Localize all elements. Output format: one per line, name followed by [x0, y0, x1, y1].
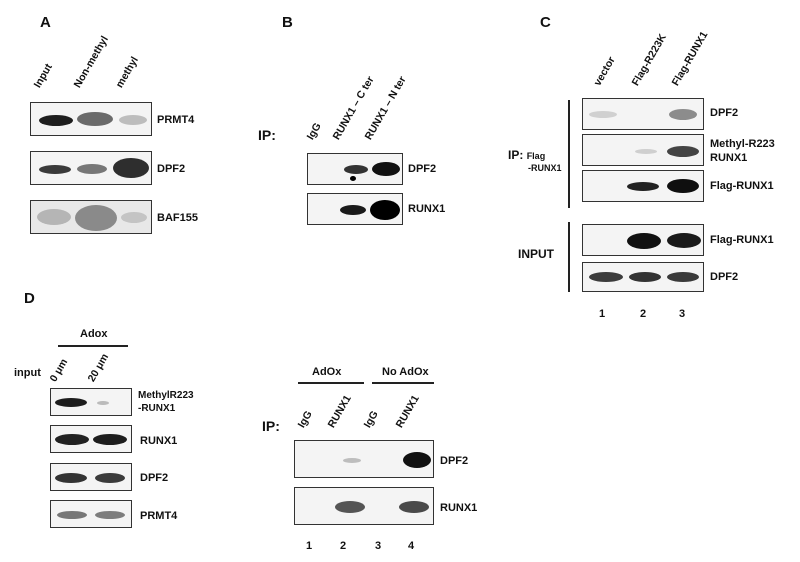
panel-d-row-methyl-runx1: -RUNX1 — [138, 403, 176, 414]
panel-c-input-label: INPUT — [518, 247, 554, 261]
panel-c-row-dpf2-input: DPF2 — [710, 271, 739, 283]
panel-b-label: B — [282, 14, 293, 31]
panel-b-ip-label: IP: — [258, 127, 276, 143]
panel-c-blot-dpf2 — [582, 98, 704, 130]
panel-c-lane-flag-runx1: Flag-RUNX1 — [669, 29, 711, 88]
panel-c-lane-r223k: Flag-R223K — [629, 31, 669, 88]
panel-c-blot-flag-runx1-input — [582, 224, 704, 256]
panel-d-blot-runx1 — [50, 425, 132, 453]
panel-e-blot-dpf2 — [294, 440, 434, 478]
panel-e-lane-igg-1: IgG — [295, 408, 315, 430]
panel-a-row-baf155: BAF155 — [157, 212, 198, 224]
panel-a-blot-dpf2 — [30, 151, 152, 185]
panel-b-blot-runx1 — [307, 193, 403, 225]
panel-c-lane-num-3: 3 — [679, 308, 686, 320]
panel-d-blot-methyl — [50, 388, 132, 416]
panel-b-row-dpf2: DPF2 — [408, 163, 437, 175]
panel-c-blot-flag-runx1-ip — [582, 170, 704, 202]
panel-c-ip-bracket — [568, 100, 570, 208]
panel-c-ip-runx1: -RUNX1 — [528, 163, 562, 173]
panel-c-row-flag-runx1-input: Flag-RUNX1 — [710, 234, 774, 246]
panel-e-no-adox-line — [372, 382, 434, 384]
panel-e-lane-num-1: 1 — [306, 540, 313, 552]
panel-a-lane-nonmethyl: Non-methyl — [71, 33, 111, 90]
panel-c-lane-num-1: 1 — [599, 308, 606, 320]
panel-a-blot-baf155 — [30, 200, 152, 234]
panel-c-row-dpf2: DPF2 — [710, 107, 739, 119]
panel-e-lane-runx1-2: RUNX1 — [325, 393, 354, 430]
panel-d-row-runx1: RUNX1 — [140, 435, 178, 447]
panel-b-blot-dpf2 — [307, 153, 403, 185]
panel-d-adox-line — [58, 345, 128, 347]
panel-e-lane-runx1-4: RUNX1 — [393, 393, 422, 430]
panel-d-blot-prmt4 — [50, 500, 132, 528]
panel-c-row-methyl-r223: Methyl-R223 — [710, 138, 775, 150]
panel-d-blot-dpf2 — [50, 463, 132, 491]
panel-c-ip-prefix: IP: — [508, 148, 524, 162]
panel-e-group-no-adox: No AdOx — [382, 366, 429, 378]
panel-c-ip-label: IP: Flag — [508, 148, 545, 162]
panel-c-lane-vector: vector — [591, 54, 618, 88]
panel-a-row-dpf2: DPF2 — [157, 163, 186, 175]
panel-a-lane-input: Input — [31, 61, 55, 90]
panel-a-row-prmt4: PRMT4 — [157, 114, 195, 126]
panel-d-row-dpf2: DPF2 — [140, 472, 169, 484]
panel-c-input-bracket — [568, 222, 570, 292]
panel-d-row-methyl-r223: MethylR223 — [138, 390, 194, 401]
panel-c-lane-num-2: 2 — [640, 308, 647, 320]
panel-e-group-adox: AdOx — [312, 366, 342, 378]
panel-c-label: C — [540, 14, 551, 31]
panel-d-row-prmt4: PRMT4 — [140, 510, 178, 522]
panel-b-lane-igg: IgG — [304, 120, 324, 142]
panel-e-lane-num-4: 4 — [408, 540, 415, 552]
panel-a-lane-methyl: methyl — [113, 54, 141, 90]
panel-c-row-runx1: RUNX1 — [710, 152, 748, 164]
panel-c-row-flag-runx1-ip: Flag-RUNX1 — [710, 180, 774, 192]
panel-e-blot-runx1 — [294, 487, 434, 525]
panel-e-row-dpf2: DPF2 — [440, 455, 469, 467]
panel-d-input-label: input — [14, 367, 41, 379]
panel-e-lane-num-2: 2 — [340, 540, 347, 552]
panel-e-lane-igg-3: IgG — [361, 408, 381, 430]
panel-a-label: A — [40, 14, 51, 31]
panel-e-adox-line — [298, 382, 364, 384]
panel-b-row-runx1: RUNX1 — [408, 203, 446, 215]
panel-d-lane-0um: 0 μm — [47, 356, 71, 384]
panel-d-lane-20um: 20 μm — [85, 351, 112, 384]
panel-e-row-runx1: RUNX1 — [440, 502, 478, 514]
panel-e-lane-num-3: 3 — [375, 540, 382, 552]
panel-e-ip-label: IP: — [262, 418, 280, 434]
panel-c-blot-methyl — [582, 134, 704, 166]
panel-c-blot-dpf2-input — [582, 262, 704, 292]
panel-c-ip-flag: Flag — [526, 151, 546, 161]
panel-a-blot-prmt4 — [30, 102, 152, 136]
panel-d-adox-label: Adox — [80, 328, 108, 340]
panel-d-label: D — [24, 290, 35, 307]
